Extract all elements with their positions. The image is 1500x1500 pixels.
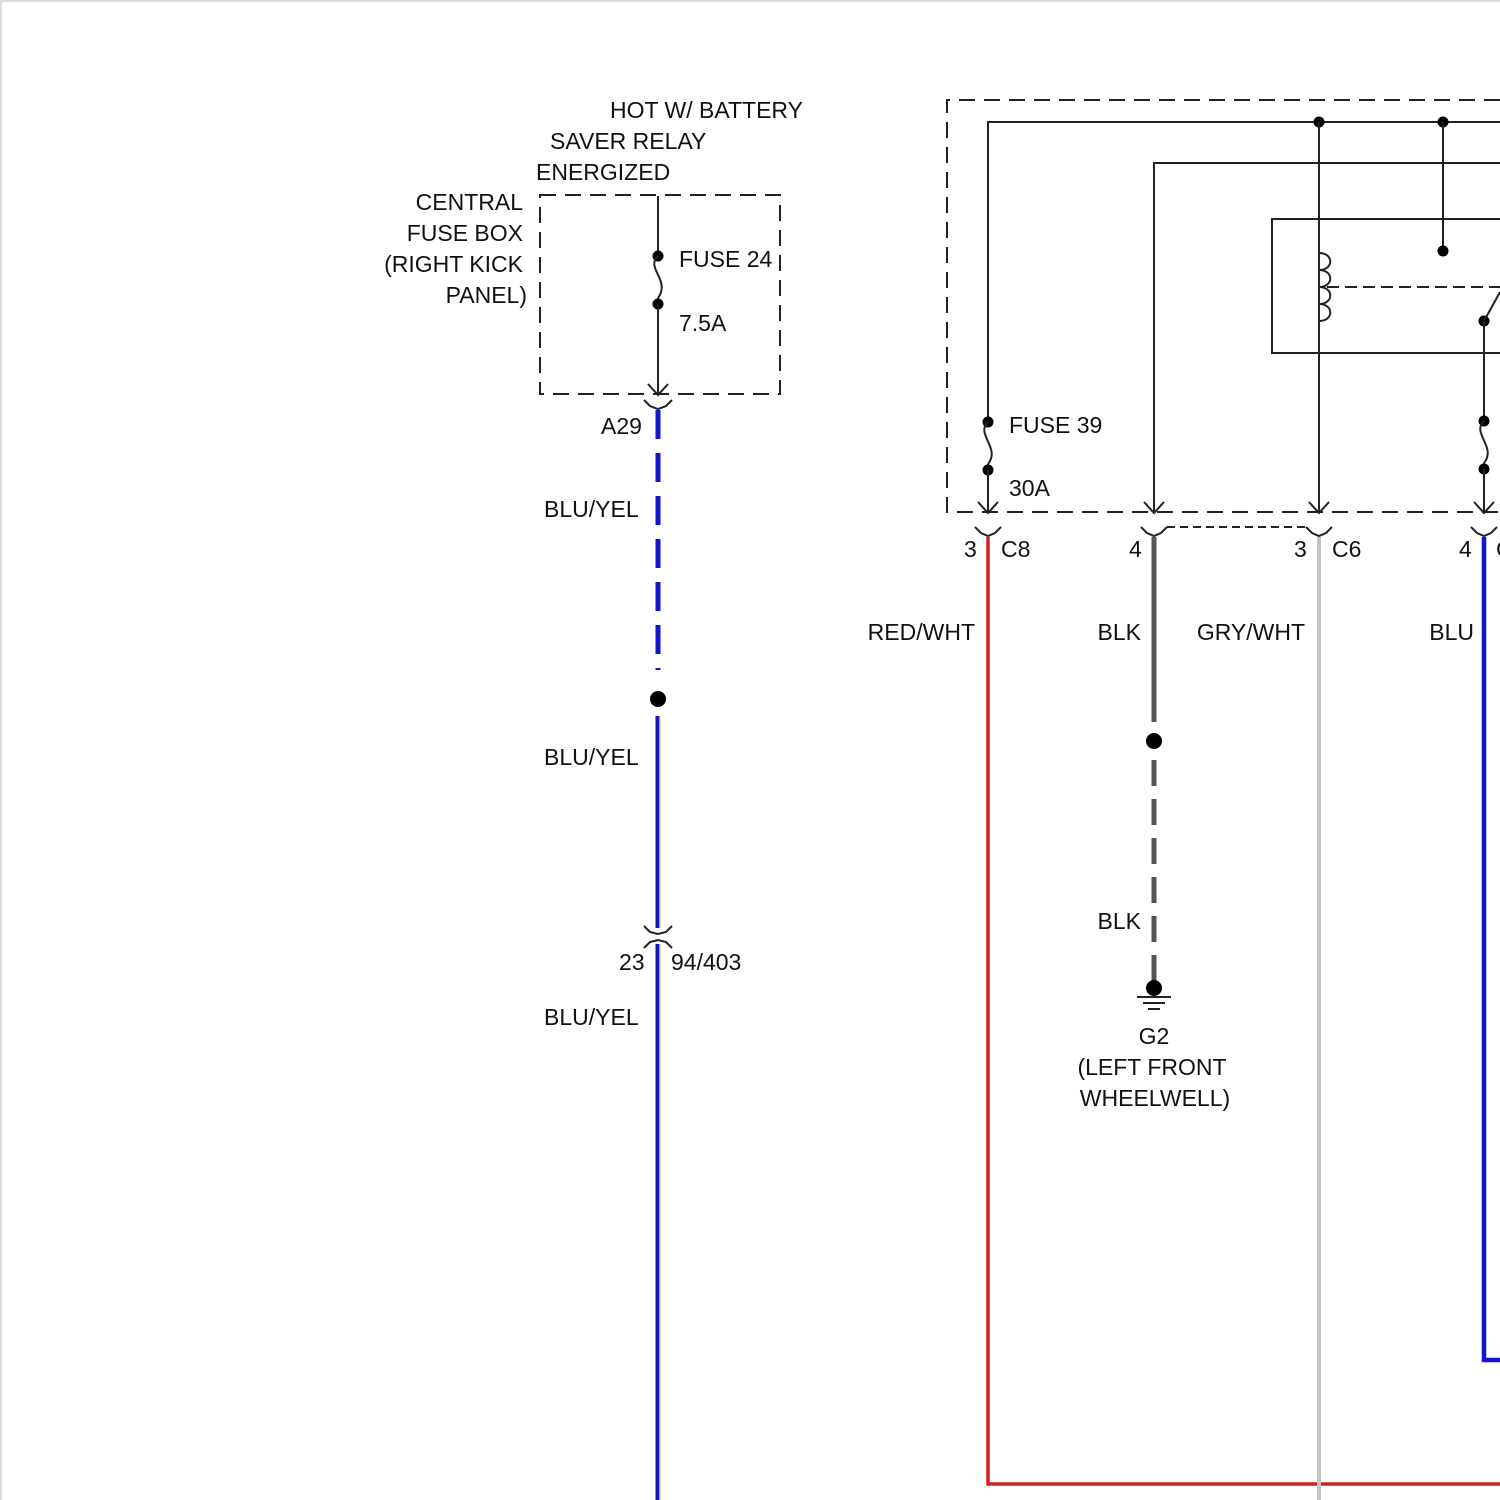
right-circuit: FUSE 39 30A 3 C8 4 3 C6 4 C RED/WHT BL	[868, 100, 1500, 1500]
fuse-39-name: FUSE 39	[1009, 412, 1102, 438]
connector-partial-icon	[1471, 527, 1497, 536]
fuse-box-label-line-2: FUSE BOX	[407, 220, 523, 246]
wire-blu-yel-label-1: BLU/YEL	[544, 496, 639, 522]
ground-name: G2	[1139, 1023, 1170, 1049]
blk-pin-label: 4	[1129, 536, 1142, 562]
wire-blu	[1484, 537, 1500, 1360]
left-circuit: HOT W/ BATTERY SAVER RELAY ENERGIZED CEN…	[384, 97, 803, 1500]
fuse-partial-icon	[1479, 416, 1490, 475]
internal-bus-second	[1154, 163, 1500, 512]
fuse-box-label-line-1: CENTRAL	[416, 189, 524, 215]
relay-contact-dot	[1438, 246, 1449, 257]
c6-pin-label: 3	[1294, 536, 1307, 562]
fuse-box-label-line-4: PANEL)	[446, 282, 527, 308]
hot-label-line-1: HOT W/ BATTERY	[610, 97, 803, 123]
blu-connector-label: C	[1496, 536, 1500, 562]
wire-gry-wht-label: GRY/WHT	[1197, 619, 1305, 645]
connector-a29-icon	[644, 400, 672, 409]
fuse-39-rating: 30A	[1009, 475, 1051, 501]
wire-blu-label: BLU	[1429, 619, 1474, 645]
fuse-24-rating: 7.5A	[679, 310, 727, 336]
wire-blk-label: BLK	[1098, 619, 1142, 645]
connector-94-403-pin: 23	[619, 949, 645, 975]
fuse-39-icon	[983, 417, 994, 476]
connector-a29-label: A29	[601, 413, 642, 439]
ground-location-line-1: (LEFT FRONT	[1077, 1054, 1226, 1080]
ground-icon	[1137, 980, 1171, 1009]
wire-red-wht	[988, 537, 1500, 1484]
c8-name-label: C8	[1001, 536, 1030, 562]
wire-blu-yel-label-2: BLU/YEL	[544, 744, 639, 770]
hot-label-line-3: ENERGIZED	[536, 159, 670, 185]
connector-c6-icon	[1306, 527, 1332, 536]
fuse-relay-box	[947, 100, 1500, 512]
relay-switch-arm	[1484, 292, 1500, 321]
hot-label-line-2: SAVER RELAY	[550, 128, 706, 154]
connector-c8-icon	[975, 527, 1001, 536]
wire-red-wht-label: RED/WHT	[868, 619, 975, 645]
internal-bus-top	[988, 122, 1500, 422]
connector-94-403-name: 94/403	[671, 949, 741, 975]
wire-blk-label-2: BLK	[1098, 908, 1142, 934]
splice-point	[650, 691, 666, 707]
c8-pin-label: 3	[964, 536, 977, 562]
fuse-24-name: FUSE 24	[679, 246, 773, 272]
c6-name-label: C6	[1332, 536, 1361, 562]
fuse-box-label-line-3: (RIGHT KICK	[384, 251, 524, 277]
splice-point	[1146, 733, 1162, 749]
connector-c8-icon	[1141, 527, 1167, 536]
fuse-24-icon	[653, 251, 664, 310]
blu-pin-label: 4	[1459, 536, 1472, 562]
ground-location-line-2: WHEELWELL)	[1080, 1085, 1230, 1111]
wire-blu-yel-label-3: BLU/YEL	[544, 1004, 639, 1030]
